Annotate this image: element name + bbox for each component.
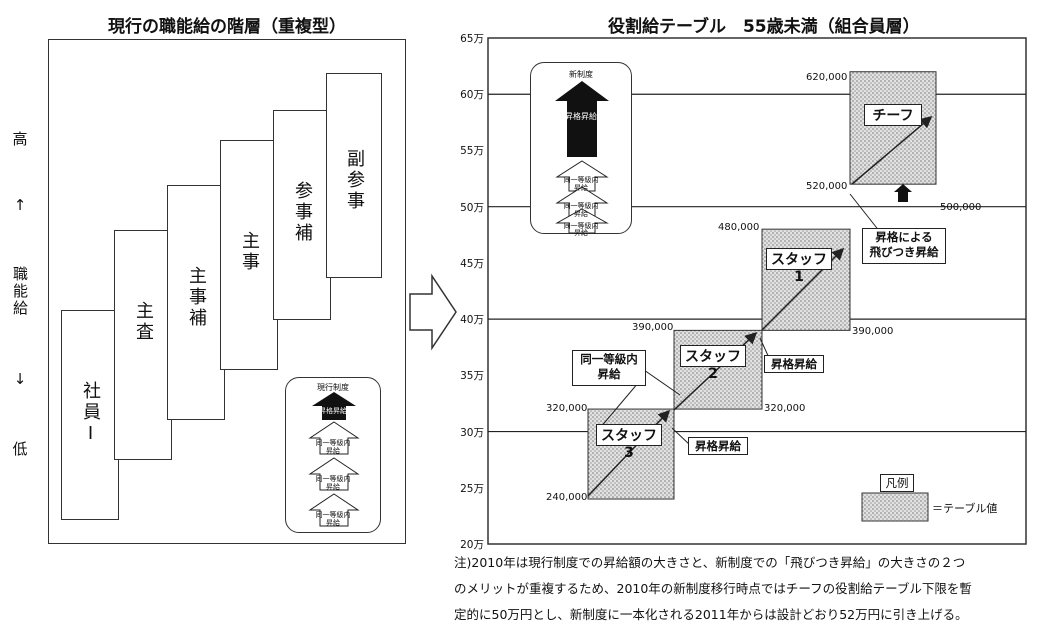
grade-step-4: 主事 — [220, 140, 278, 370]
label-chief-bottom: 520,000 — [806, 181, 848, 192]
axis-label-shokunoukyu: 職能給 — [11, 266, 29, 317]
label-staff2-top: 390,000 — [632, 322, 674, 333]
same-grade-leader-1 — [643, 369, 681, 396]
band-label-staff2: スタッフ2 — [680, 345, 746, 382]
y-tick-label: 60万 — [460, 89, 484, 102]
salary-band — [849, 71, 937, 185]
grade-step-3: 主事補 — [167, 185, 225, 420]
grade-step-6: 副参事 — [326, 73, 382, 278]
callout-same-grade: 同一等級内昇給 — [572, 350, 646, 386]
key-title: 凡例 — [880, 474, 914, 492]
axis-arrow-down: ↓ — [13, 370, 27, 388]
y-tick-label: 55万 — [460, 145, 484, 158]
callout-jump-promotion: 昇格による飛びつき昇給 — [862, 228, 946, 264]
jump-leader — [849, 193, 881, 233]
y-tick-label: 40万 — [460, 314, 484, 327]
band-label-chief: チーフ — [864, 104, 922, 126]
label-staff1-bottom: 390,000 — [852, 326, 894, 337]
chart-frame — [487, 37, 1027, 545]
label-chief-provisional: 500,000 — [940, 202, 982, 213]
left-title: 現行の職能給の階層（重複型） — [108, 17, 346, 37]
footnote: 注)2010年は現行制度での昇給額の大きさと、新制度での「飛びつき昇給」の大きさ… — [454, 550, 972, 628]
jump-arrow-icon — [894, 184, 912, 202]
new-system-legend: 新制度 昇格昇給 同一等級内 昇給 同一等級内 昇給 同一等級内 昇給 — [530, 62, 632, 237]
axis-high-label: 高 — [12, 130, 28, 148]
y-tick-label: 65万 — [460, 33, 484, 45]
y-tick-label: 35万 — [460, 370, 484, 383]
grade-step-1: 社員Ⅰ — [61, 310, 119, 520]
chief-diagonal-arrow — [851, 116, 933, 185]
salary-band — [761, 228, 851, 331]
callout-promotion-2: 昇格昇給 — [764, 355, 824, 373]
band-label-staff3: スタッフ3 — [596, 424, 662, 461]
label-staff1-top: 480,000 — [718, 222, 760, 233]
right-title: 役割給テーブル 55歳未満（組合員層） — [608, 17, 920, 37]
promotion-leader-1 — [671, 427, 691, 446]
key-label: ＝テーブル値 — [932, 502, 998, 515]
y-tick-label: 30万 — [460, 426, 484, 439]
label-staff3-top: 320,000 — [546, 403, 588, 414]
axis-low-label: 低 — [12, 440, 28, 458]
label-staff3-bottom: 240,000 — [546, 492, 588, 503]
current-system-legend: 現行制度 昇格昇給 同一等級内 昇給 同一等級内 昇給 同一等級内 昇給 — [285, 377, 381, 533]
y-tick-label: 25万 — [460, 482, 484, 495]
y-tick-label: 50万 — [460, 201, 484, 214]
band-label-staff1: スタッフ1 — [766, 248, 832, 285]
transition-arrow-icon — [409, 273, 457, 351]
y-tick-label: 20万 — [460, 539, 484, 551]
y-tick-label: 45万 — [460, 257, 484, 270]
callout-promotion-1: 昇格昇給 — [688, 437, 748, 455]
footnote-line-2: のメリットが重複するため、2010年の新制度移行時点ではチーフの役割給テーブル下… — [454, 581, 972, 596]
grade-step-2: 主査 — [114, 230, 172, 460]
key-swatch — [861, 492, 929, 522]
axis-arrow-up: ↑ — [13, 196, 27, 214]
label-chief-top: 620,000 — [806, 72, 848, 83]
left-panel: 社員Ⅰ 主査 主事補 主事 参事補 副参事 現行制度 昇格昇給 同一等級内 昇給… — [48, 39, 406, 544]
footnote-line-1: 注)2010年は現行制度での昇給額の大きさと、新制度での「飛びつき昇給」の大きさ… — [454, 555, 966, 570]
label-staff2-bottom: 320,000 — [764, 403, 806, 414]
footnote-line-3: 定的に50万円とし、新制度に一本化される2011年からは設計どおり52万円に引き… — [454, 607, 968, 622]
